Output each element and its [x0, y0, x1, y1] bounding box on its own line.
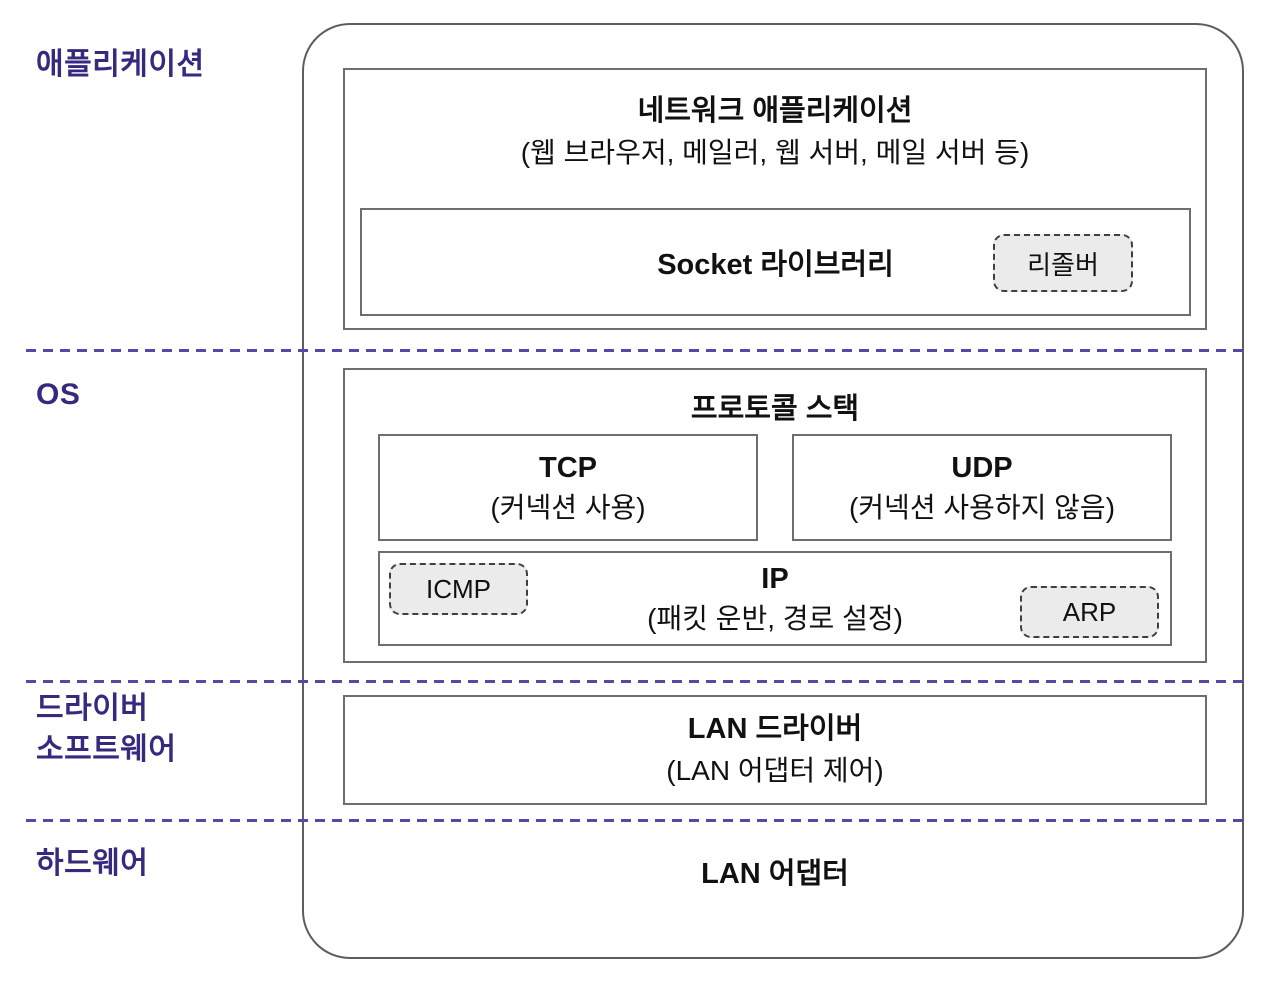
- arp-chip: ARP: [1020, 586, 1159, 638]
- resolver-chip: 리졸버: [993, 234, 1133, 292]
- udp-title: UDP: [951, 451, 1013, 484]
- protocol-stack-box: 프로토콜 스택 TCP (커넥션 사용) UDP (커넥션 사용하지 않음) I…: [343, 368, 1207, 663]
- network-application-title: 네트워크 애플리케이션: [637, 95, 913, 127]
- network-application-box: 네트워크 애플리케이션 (웹 브라우저, 메일러, 웹 서버, 메일 서버 등)…: [343, 68, 1207, 330]
- lan-driver-subtitle: (LAN 어댑터 제어): [666, 755, 884, 786]
- icmp-chip: ICMP: [389, 563, 528, 615]
- socket-library-box: Socket 라이브러리 리졸버: [360, 208, 1191, 316]
- network-application-subtitle: (웹 브라우저, 메일러, 웹 서버, 메일 서버 등): [520, 137, 1030, 168]
- separator-os-driver: [26, 680, 1246, 683]
- ip-subtitle: (패킷 운반, 경로 설정): [647, 602, 903, 634]
- separator-application-os: [26, 349, 1246, 352]
- udp-subtitle: (커넥션 사용하지 않음): [848, 491, 1116, 523]
- tcp-subtitle: (커넥션 사용): [490, 491, 646, 523]
- layer-label-application: 애플리케이션: [36, 48, 205, 81]
- icmp-label: ICMP: [426, 573, 491, 604]
- ip-title: IP: [761, 562, 789, 595]
- ip-box: IP (패킷 운반, 경로 설정) ICMP ARP: [378, 551, 1172, 646]
- protocol-stack-title: 프로토콜 스택: [690, 393, 860, 425]
- layer-label-driver-software: 드라이버 소프트웨어: [36, 692, 177, 766]
- tcp-title: TCP: [539, 451, 597, 484]
- lan-driver-box: LAN 드라이버 (LAN 어댑터 제어): [343, 695, 1207, 805]
- resolver-label: 리졸버: [1027, 249, 1099, 280]
- computer-boundary-box: [302, 23, 1244, 959]
- layer-label-os: OS: [36, 378, 81, 411]
- udp-box: UDP (커넥션 사용하지 않음): [792, 434, 1172, 541]
- lan-driver-title: LAN 드라이버: [687, 713, 863, 745]
- layer-label-hardware: 하드웨어: [36, 847, 149, 880]
- separator-driver-hardware: [26, 819, 1246, 822]
- socket-library-label: Socket 라이브러리: [657, 249, 894, 281]
- tcp-box: TCP (커넥션 사용): [378, 434, 758, 541]
- lan-adapter-label: LAN 어댑터: [701, 858, 849, 890]
- arp-label: ARP: [1062, 596, 1117, 627]
